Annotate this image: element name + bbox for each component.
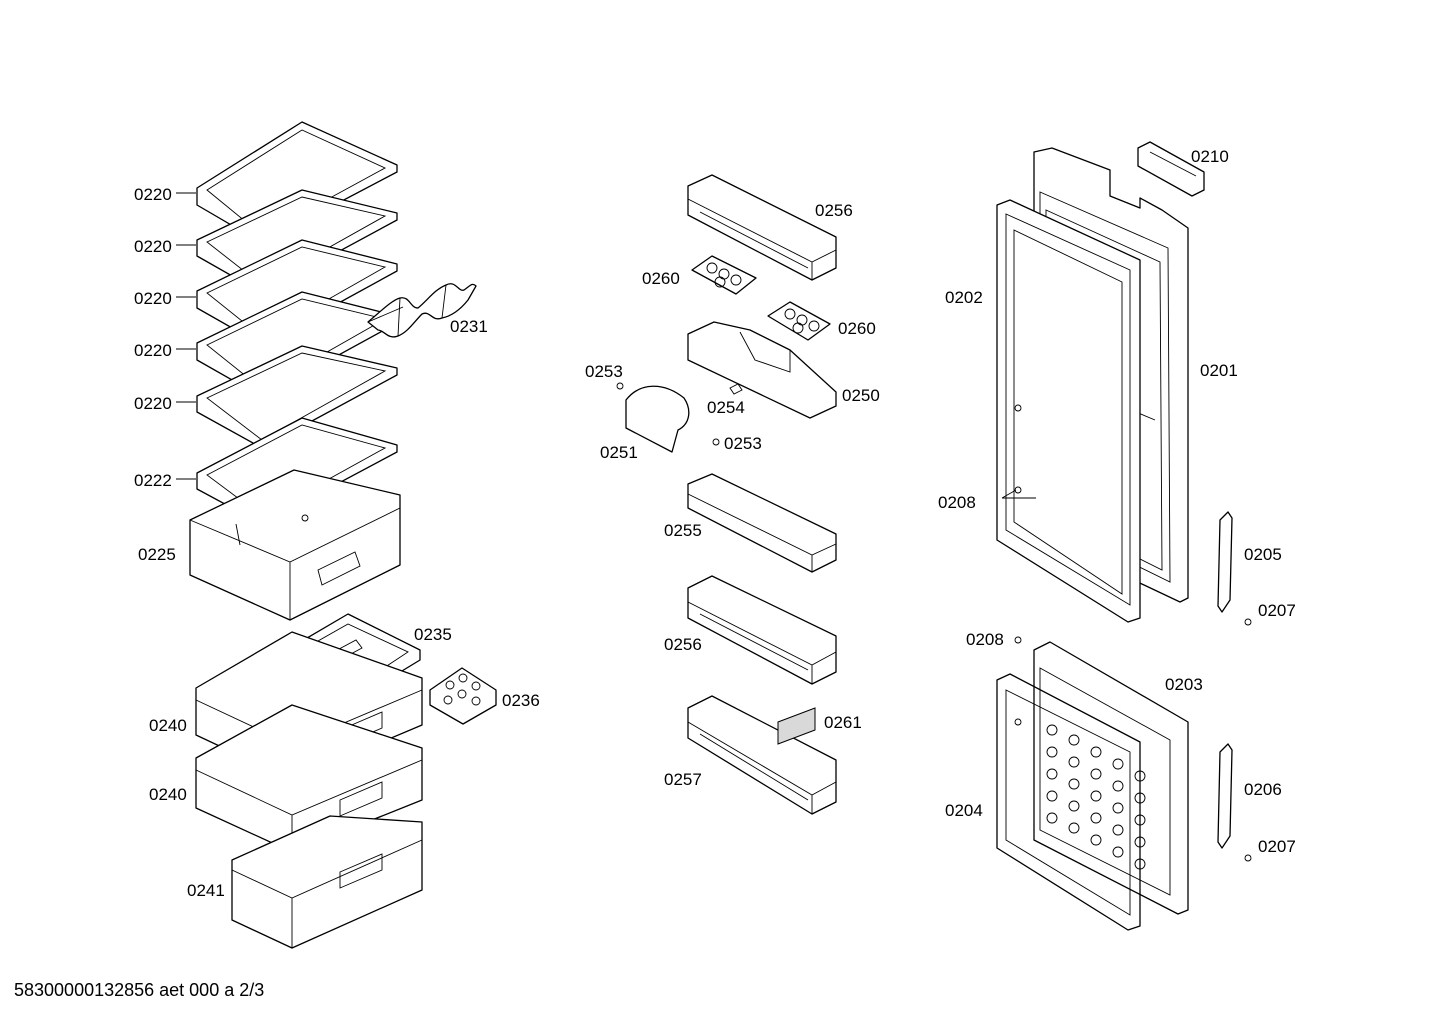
label-0250: 0250 [842,386,880,405]
label-0240: 0240 [149,716,187,735]
label-0256: 0256 [815,201,853,220]
label-0260: 0260 [838,319,876,338]
label-0202: 0202 [945,288,983,307]
label-0210: 0210 [1191,147,1229,166]
label-0231: 0231 [450,317,488,336]
fridge-door [996,141,1252,626]
label-0225: 0225 [138,545,176,564]
label-0220: 0220 [134,341,172,360]
freezer-drawers [195,631,423,949]
door-bins [616,174,837,815]
leader-lines [176,192,1036,499]
label-0208: 0208 [938,493,976,512]
label-0208: 0208 [966,630,1004,649]
label-0201: 0201 [1200,361,1238,380]
label-0260: 0260 [642,269,680,288]
document-id-footer: 58300000132856 aet 000 a 2/3 [14,980,265,1000]
label-0254: 0254 [707,398,745,417]
label-0256: 0256 [664,635,702,654]
egg-tray [429,667,497,725]
label-0241: 0241 [187,881,225,900]
part-labels: 0220 0220 0220 0220 0220 0222 0225 0231 … [134,147,1296,900]
label-0220: 0220 [134,237,172,256]
label-0220: 0220 [134,289,172,308]
label-0253: 0253 [724,434,762,453]
crisper-cover-box [189,469,401,621]
label-0222: 0222 [134,471,172,490]
label-0206: 0206 [1244,780,1282,799]
label-0261: 0261 [824,713,862,732]
label-0207: 0207 [1258,837,1296,856]
glass-shelves [196,121,398,525]
label-0251: 0251 [600,443,638,462]
label-0253: 0253 [585,362,623,381]
label-0220: 0220 [134,185,172,204]
label-0255: 0255 [664,521,702,540]
label-0207: 0207 [1258,601,1296,620]
label-0257: 0257 [664,770,702,789]
freezer-door [996,636,1252,931]
label-0236: 0236 [502,691,540,710]
label-0240: 0240 [149,785,187,804]
bottle-holder [367,283,477,338]
label-0203: 0203 [1165,675,1203,694]
label-0235: 0235 [414,625,452,644]
label-0220: 0220 [134,394,172,413]
label-0204: 0204 [945,801,983,820]
label-0205: 0205 [1244,545,1282,564]
